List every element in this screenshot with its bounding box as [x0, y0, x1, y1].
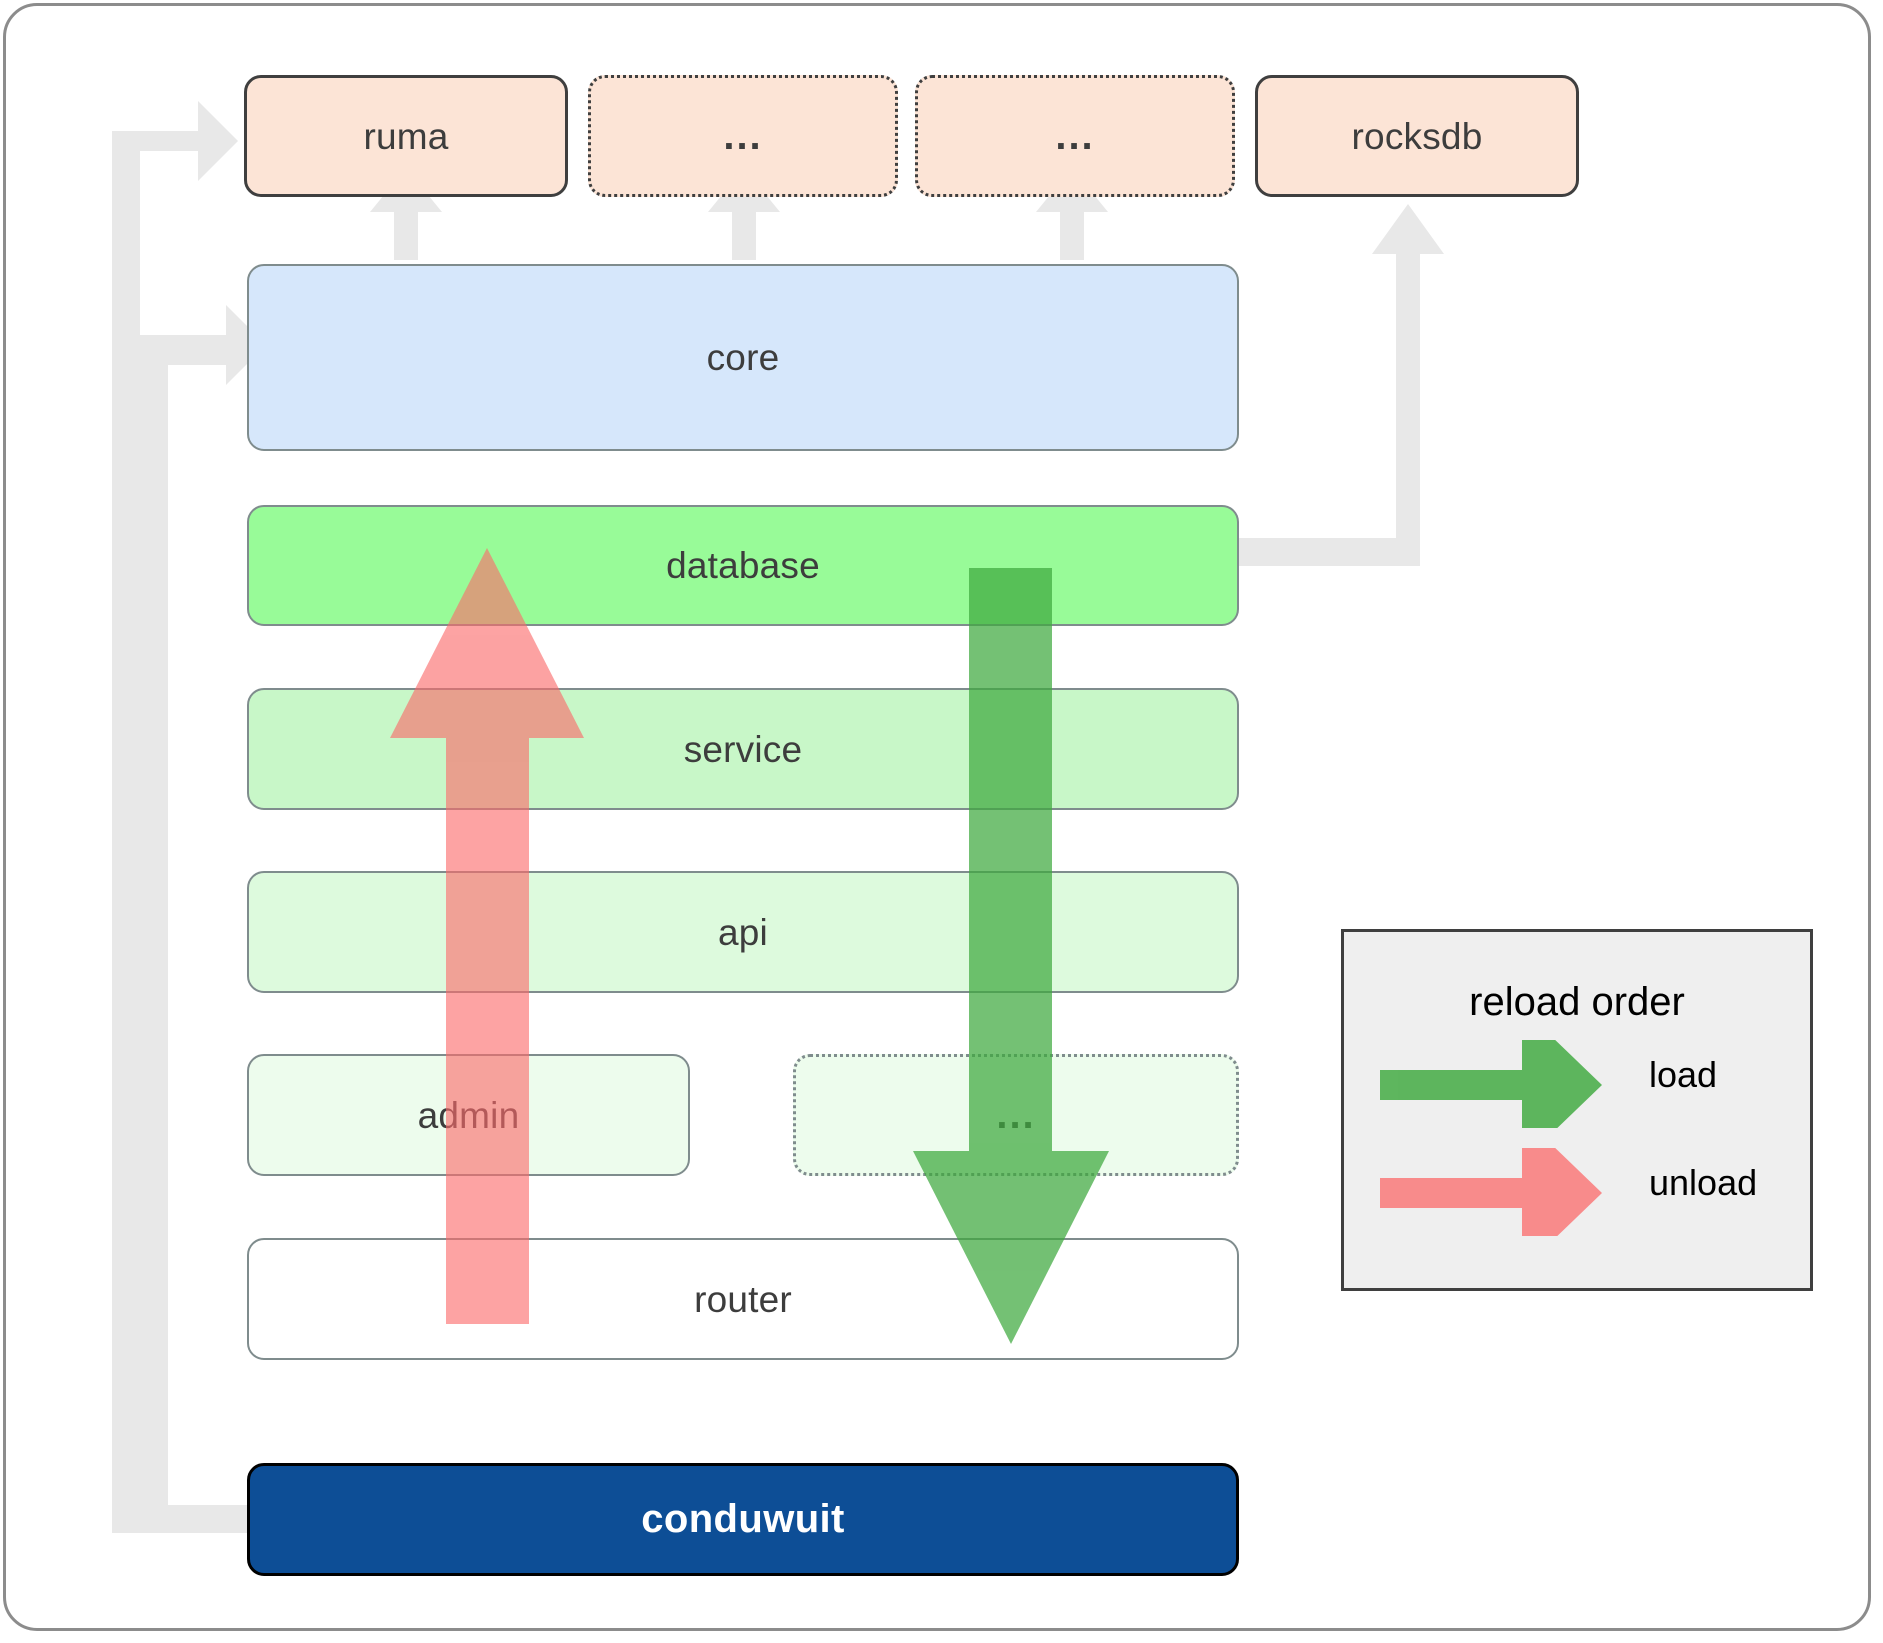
connector-database-to-rocksdb — [1230, 204, 1444, 566]
unload-arrow — [390, 548, 584, 1324]
layer-label-router: router — [694, 1278, 792, 1320]
crate-box-ruma[interactable]: ruma — [244, 75, 568, 197]
layer-box-core[interactable]: core — [247, 264, 1239, 451]
crate-box-rocksdb[interactable]: rocksdb — [1255, 75, 1579, 197]
crate-label-ruma: ruma — [363, 115, 449, 157]
legend-unload-arrow — [1380, 1148, 1602, 1236]
layer-label-database: database — [666, 545, 820, 586]
binary-label-conduwuit: conduwuit — [641, 1497, 845, 1541]
legend-load-arrow — [1380, 1040, 1602, 1128]
connector-conduwuit-base — [112, 1505, 254, 1533]
legend-panel: reload order load unload — [1341, 929, 1813, 1291]
crate-box-optional-1[interactable]: ... — [588, 75, 898, 197]
crate-label-rocksdb: rocksdb — [1351, 115, 1483, 157]
connector-conduwuit-to-ruma — [112, 101, 238, 1533]
layer-box-database[interactable]: database — [247, 505, 1239, 626]
legend-label-unload: unload — [1649, 1162, 1758, 1203]
legend-label-load: load — [1649, 1054, 1718, 1095]
load-arrow — [913, 568, 1109, 1344]
layer-label-service: service — [683, 728, 803, 770]
crate-label-optional-2: ... — [1055, 114, 1095, 158]
legend-title: reload order — [1469, 980, 1685, 1024]
layer-box-api[interactable]: api — [247, 871, 1239, 993]
layer-label-core: core — [706, 337, 780, 378]
layer-label-api: api — [718, 911, 768, 953]
crate-box-optional-2[interactable]: ... — [915, 75, 1235, 197]
connector-conduwuit-to-core — [140, 305, 266, 1533]
binary-box-conduwuit[interactable]: conduwuit — [247, 1463, 1239, 1576]
layer-box-router[interactable]: router — [247, 1238, 1239, 1360]
crate-label-optional-1: ... — [723, 114, 763, 158]
